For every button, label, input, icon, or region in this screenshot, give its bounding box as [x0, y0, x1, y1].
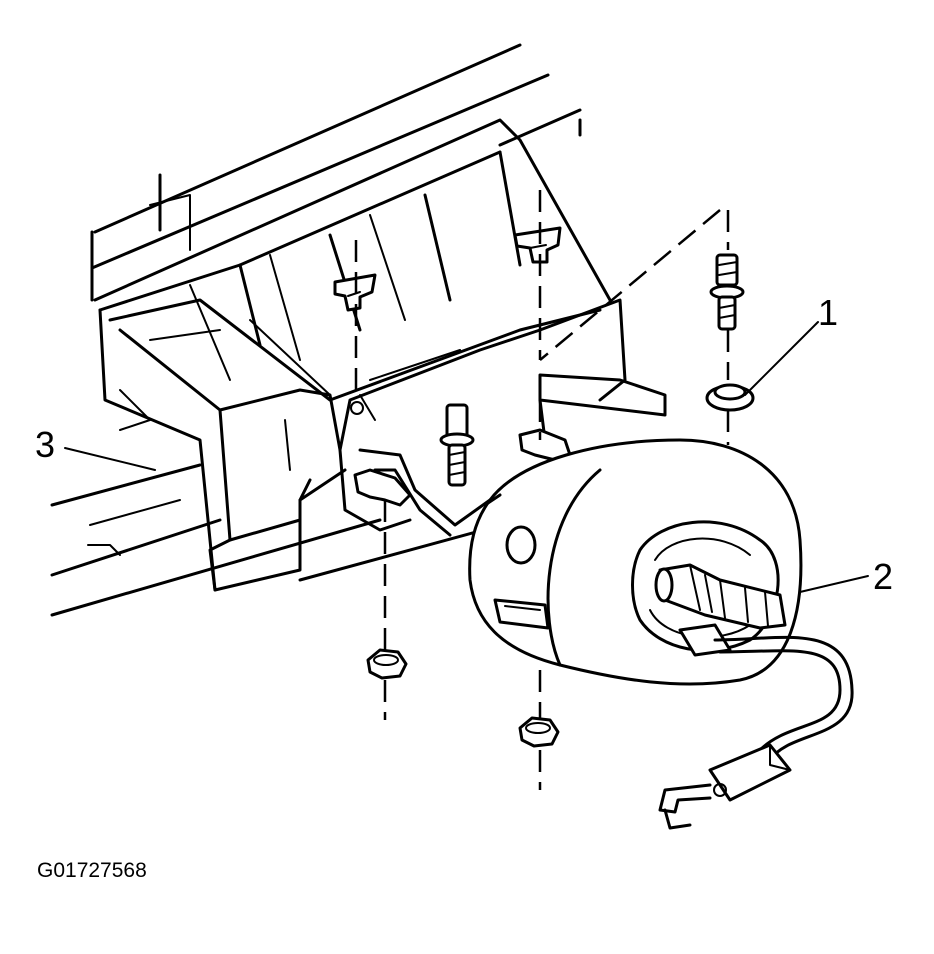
nut-washer: [705, 383, 755, 412]
installation-path-lines: [354, 190, 730, 790]
hex-nut: [366, 648, 408, 680]
hex-nut: [518, 716, 560, 748]
vehicle-frame-outline: [50, 43, 582, 617]
callout-2: 2: [873, 556, 893, 597]
callout-1: 1: [818, 292, 838, 333]
wiring-harness-connector: [658, 623, 854, 830]
stud: [709, 253, 745, 331]
callout-3: 3: [35, 424, 55, 465]
stud: [439, 403, 475, 487]
figure-id: G01727568: [37, 859, 147, 882]
clip-nut: [353, 468, 412, 507]
clip-nut: [513, 226, 562, 264]
steering-column-housing: [468, 438, 803, 686]
callout-leaders: [64, 321, 869, 593]
